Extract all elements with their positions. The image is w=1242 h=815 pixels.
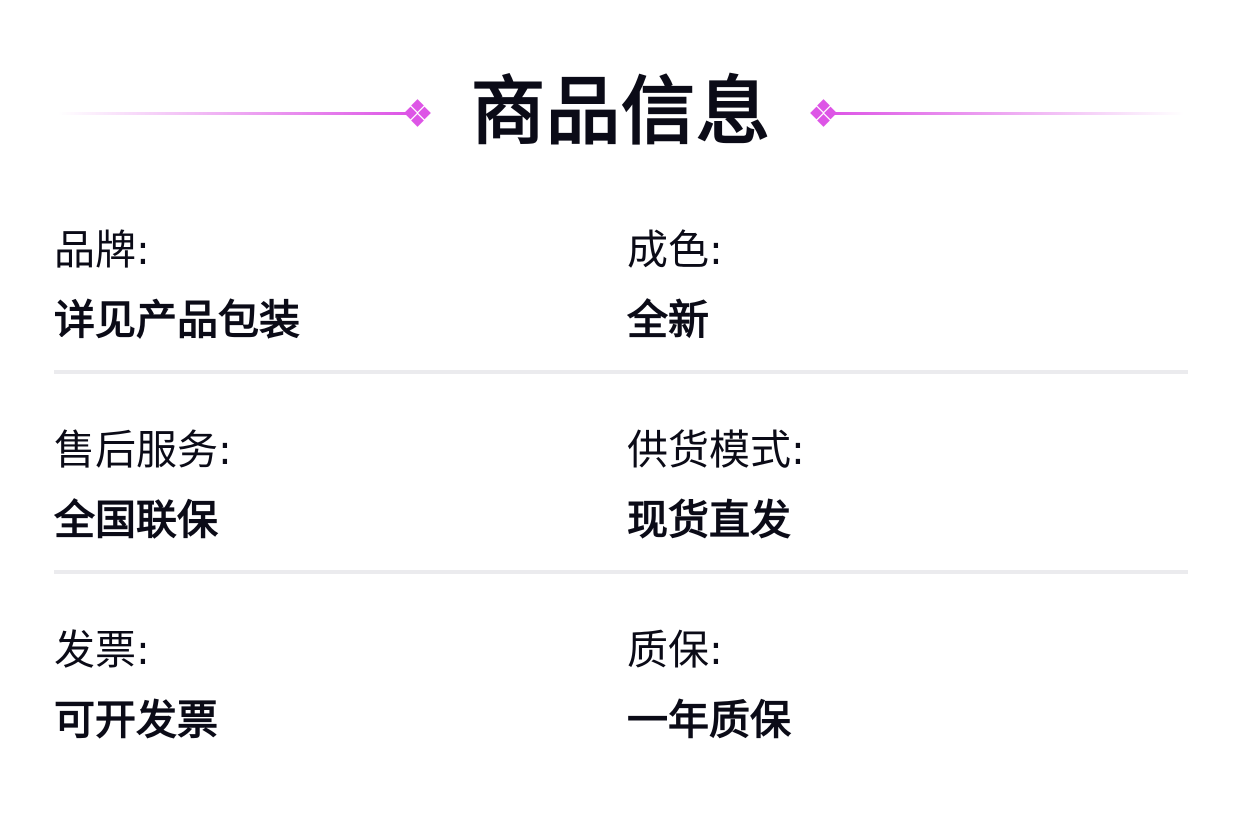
info-item-condition: 成色: 全新 [627,224,723,346]
diamond-cluster-icon [810,99,837,127]
info-label-brand: 品牌: [54,226,150,274]
info-label-warranty: 质保: [627,626,723,674]
info-value-condition: 全新 [627,296,709,344]
info-label-after-sales: 售后服务: [54,426,232,474]
info-item-supply-mode: 供货模式: 现货直发 [627,424,805,546]
info-value-warranty: 一年质保 [627,696,791,744]
diamond-cluster-icon [404,99,431,127]
header-decoration-line-right [832,112,1184,115]
info-value-supply-mode: 现货直发 [627,496,791,544]
row-divider [54,570,1188,574]
info-label-invoice: 发票: [54,626,150,674]
info-item-brand: 品牌: 详见产品包装 [54,224,300,346]
info-item-invoice: 发票: 可开发票 [54,624,218,746]
info-value-invoice: 可开发票 [54,696,218,744]
section-header: 商品信息 [0,62,1242,162]
info-row-invoice-warranty: 发票: 可开发票 质保: 一年质保 [54,604,1188,804]
info-item-warranty: 质保: 一年质保 [627,624,791,746]
info-label-supply-mode: 供货模式: [627,426,805,474]
product-info-grid: 品牌: 详见产品包装 成色: 全新 售后服务: 全国联保 供货模式: 现货直发 … [54,204,1188,804]
info-value-after-sales: 全国联保 [54,496,218,544]
page-title: 商品信息 [471,69,771,155]
info-label-condition: 成色: [627,226,723,274]
info-value-brand: 详见产品包装 [54,296,300,344]
info-row-brand-condition: 品牌: 详见产品包装 成色: 全新 [54,204,1188,404]
info-row-service-supply: 售后服务: 全国联保 供货模式: 现货直发 [54,404,1188,604]
row-divider [54,370,1188,374]
info-item-after-sales: 售后服务: 全国联保 [54,424,232,546]
header-decoration-line-left [58,112,410,115]
